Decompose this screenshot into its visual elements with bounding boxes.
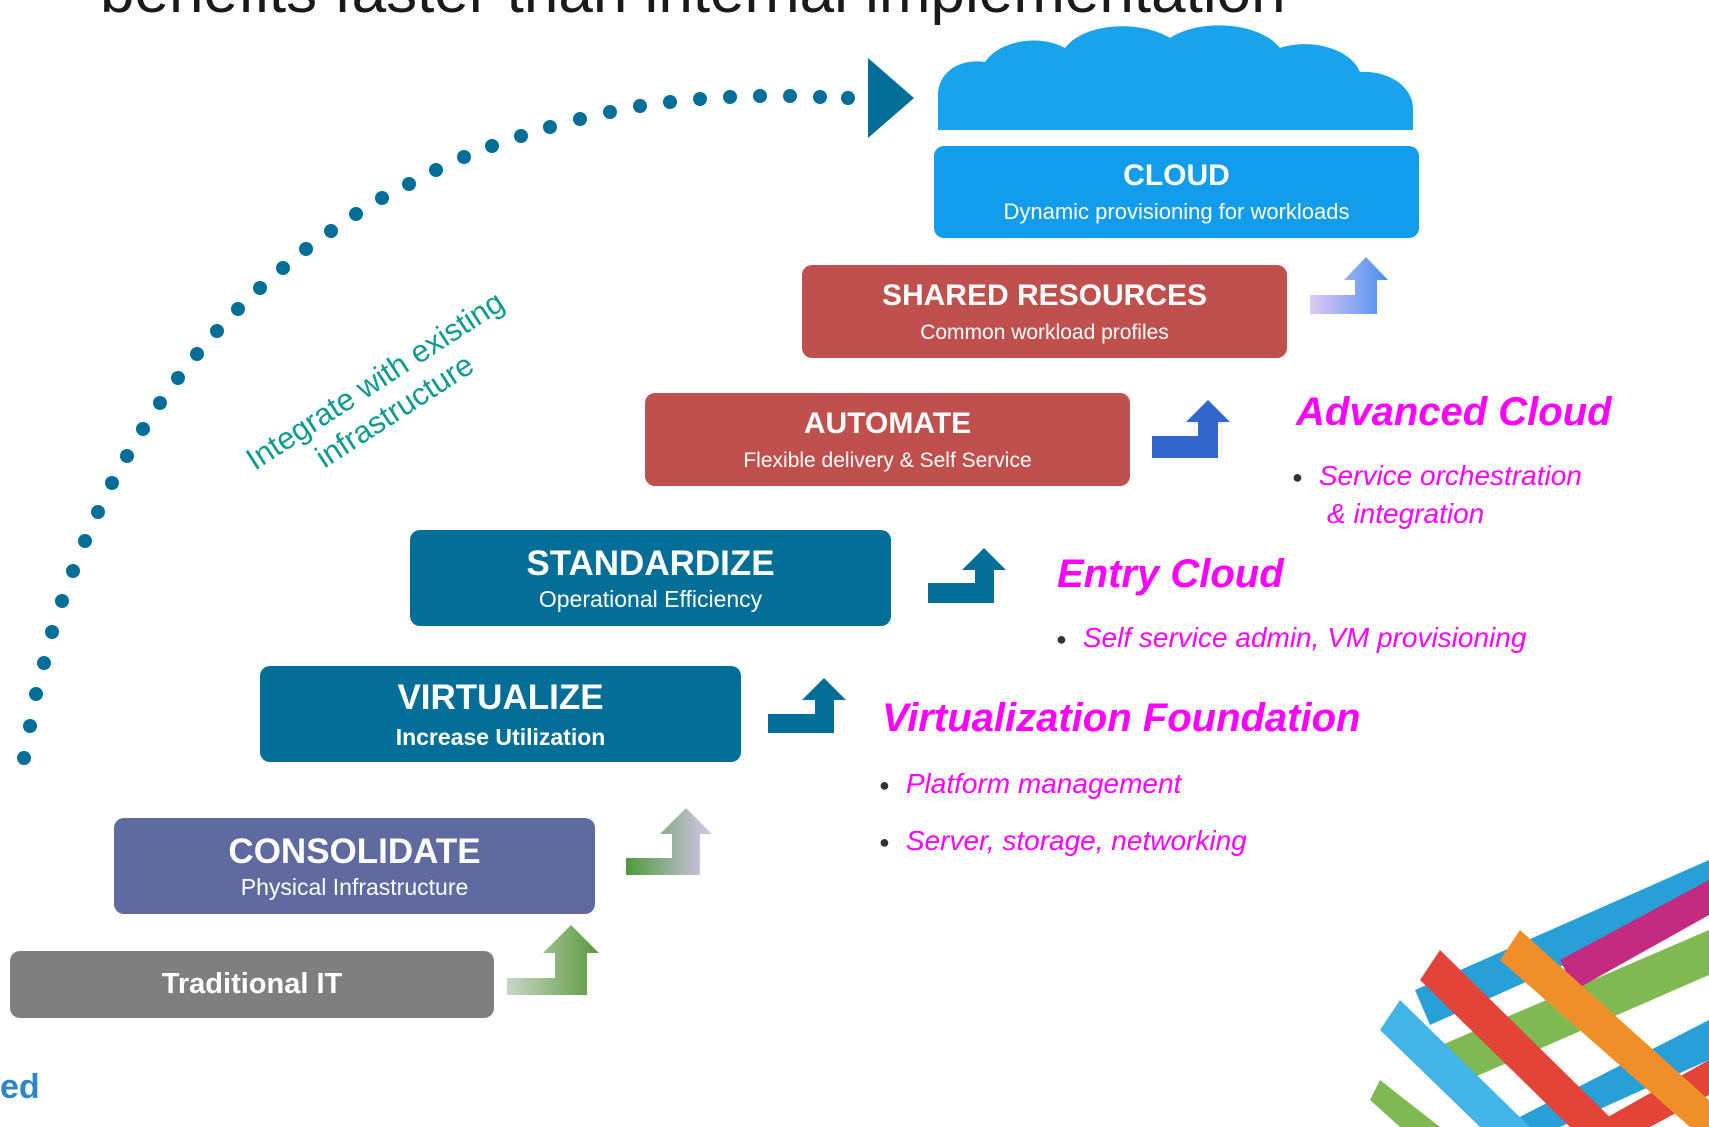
level-entry-bullet: ●Self service admin, VM provisioning (1056, 622, 1527, 653)
stage-automate-heading: AUTOMATE (803, 406, 972, 440)
slide-title: benefits faster than internal implementa… (100, 0, 1286, 27)
step-arrow-traditional (507, 925, 599, 995)
stage-standardize: STANDARDIZE Operational Efficiency (410, 530, 891, 626)
step-arrow-consolidate (626, 808, 712, 875)
stage-consolidate-heading: CONSOLIDATE (228, 831, 481, 871)
level-entry-cloud-title: Entry Cloud (1057, 552, 1284, 596)
arc-arrowhead (868, 58, 914, 138)
stage-automate-sub: Flexible delivery & Self Service (743, 448, 1032, 472)
bullet-dot-icon: ● (879, 775, 890, 796)
stage-cloud: CLOUD Dynamic provisioning for workloads (934, 146, 1419, 238)
bullet-dot-icon: ● (1292, 467, 1303, 488)
stage-cloud-sub: Dynamic provisioning for workloads (1003, 199, 1350, 224)
stage-traditional-heading: Traditional IT (161, 968, 343, 1000)
stage-consolidate: CONSOLIDATE Physical Infrastructure (114, 818, 595, 914)
corner-logo-text: ed (0, 1068, 40, 1106)
level-foundation-bullet-1: ●Platform management (879, 768, 1182, 799)
stage-standardize-sub: Operational Efficiency (538, 585, 763, 612)
stage-virtualize-sub: Increase Utilization (395, 723, 606, 750)
level-advanced-bullet-cont: & integration (1327, 498, 1485, 529)
stage-shared-sub: Common workload profiles (920, 320, 1169, 344)
stage-consolidate-sub: Physical Infrastructure (240, 873, 469, 900)
stage-virtualize-heading: VIRTUALIZE (397, 677, 604, 717)
level-advanced-cloud-title: Advanced Cloud (1296, 390, 1612, 434)
stage-standardize-heading: STANDARDIZE (526, 543, 775, 583)
step-arrow-shared (1310, 257, 1388, 314)
step-arrow-automate (1152, 400, 1230, 458)
level-foundation-bullet-2: ●Server, storage, networking (879, 825, 1247, 856)
stage-automate: AUTOMATE Flexible delivery & Self Servic… (645, 393, 1130, 486)
bullet-dot-icon: ● (879, 832, 890, 853)
stage-shared-heading: SHARED RESOURCES (881, 278, 1208, 312)
bullet-dot-icon: ● (1056, 629, 1067, 650)
corner-stripes-graphic (1370, 860, 1709, 1127)
stage-traditional-it: Traditional IT (10, 951, 494, 1018)
dotted-arc (17, 89, 855, 765)
cloud-shape (938, 25, 1414, 130)
stage-shared-resources: SHARED RESOURCES Common workload profile… (802, 265, 1287, 358)
level-advanced-bullet: ●Service orchestration (1292, 460, 1582, 491)
stage-virtualize: VIRTUALIZE Increase Utilization (260, 666, 741, 762)
stage-cloud-heading: CLOUD (1123, 159, 1230, 192)
level-virtualization-foundation-title: Virtualization Foundation (882, 696, 1361, 740)
step-arrow-standardize (928, 548, 1006, 603)
step-arrow-virtualize (768, 678, 846, 733)
